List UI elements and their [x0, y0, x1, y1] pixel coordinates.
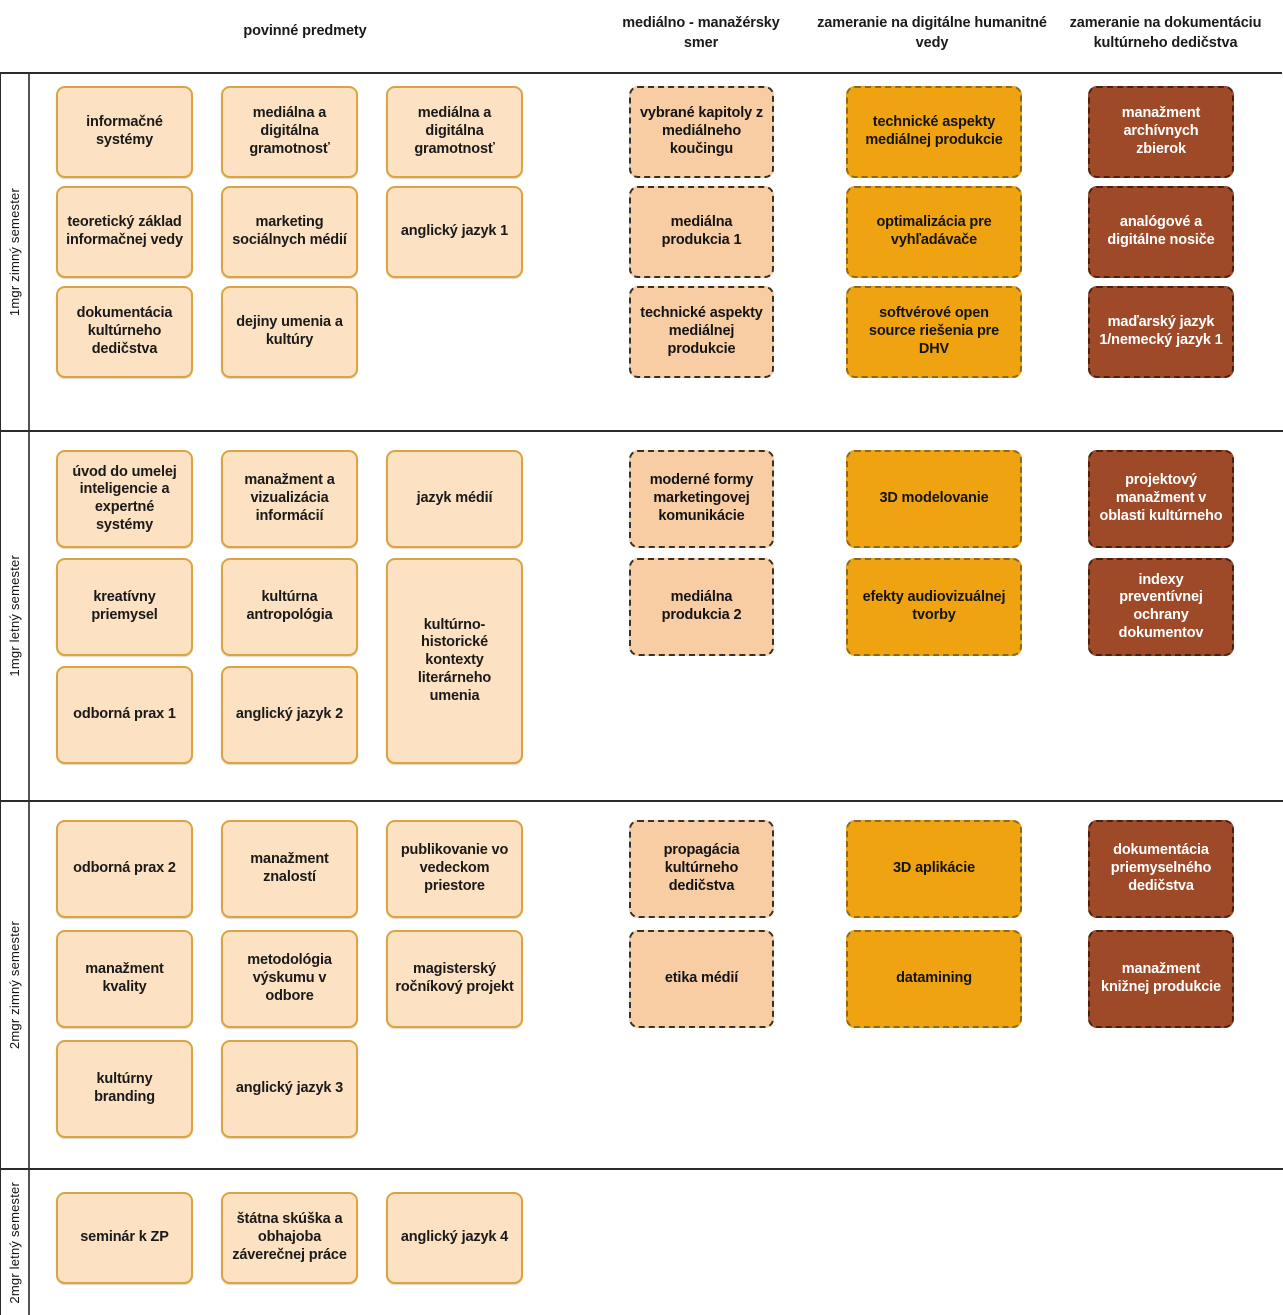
gutter-divider [29, 432, 30, 800]
subject-box-mandatory[interactable]: odborná prax 2 [56, 820, 193, 918]
subject-box-media-managerial[interactable]: mediálna produkcia 1 [629, 186, 774, 278]
subject-box-documentation[interactable]: analógové a digitálne nosiče [1088, 186, 1234, 278]
subject-box-digital-humanities[interactable]: 3D modelovanie [846, 450, 1022, 548]
subject-box-mandatory[interactable]: dokumentácia kultúrneho dedičstva [56, 286, 193, 378]
subject-box-mandatory[interactable]: anglický jazyk 4 [386, 1192, 523, 1284]
gutter-divider [29, 802, 30, 1168]
subject-box-documentation[interactable]: dokumentácia priemyselného dedičstva [1088, 820, 1234, 918]
subject-box-mandatory[interactable]: štátna skúška a obhajoba záverečnej prác… [221, 1192, 358, 1284]
semester-label-cell: 1mgr letný semester [1, 432, 29, 800]
semester-label-cell: 2mgr letný semester [1, 1170, 29, 1315]
subject-box-documentation[interactable]: maďarský jazyk 1/nemecký jazyk 1 [1088, 286, 1234, 378]
subject-box-mandatory[interactable]: kultúrny branding [56, 1040, 193, 1138]
subject-box-mandatory[interactable]: odborná prax 1 [56, 666, 193, 764]
column-header-digital-humanities: zameranie na digitálne humanitné vedy [817, 15, 1047, 51]
semester-label: 1mgr letný semester [7, 555, 22, 677]
semester-label: 2mgr zimný semester [7, 920, 22, 1050]
subject-box-mandatory[interactable]: úvod do umelej inteligencie a expertné s… [56, 450, 193, 548]
column-headers: povinné predmety mediálno - manažérsky s… [0, 0, 1283, 72]
subject-box-mandatory[interactable]: anglický jazyk 1 [386, 186, 523, 278]
column-header-mandatory: povinné predmety [243, 23, 367, 39]
subject-box-mandatory[interactable]: manažment a vizualizácia informácií [221, 450, 358, 548]
semester-section: 2mgr letný semester seminár k ZP štátna sk… [1, 1170, 1283, 1315]
semester-label: 1mgr zimný semester [7, 187, 22, 317]
subject-box-mandatory[interactable]: anglický jazyk 2 [221, 666, 358, 764]
gutter-divider [29, 74, 30, 430]
semester-table: 1mgr zimný semester informačné systémy med… [0, 72, 1283, 1315]
subject-box-mandatory[interactable]: teoretický základ informačnej vedy [56, 186, 193, 278]
subject-box-mandatory[interactable]: mediálna a digitálna gramotnosť [386, 86, 523, 178]
subject-box-mandatory[interactable]: mediálna a digitálna gramotnosť [221, 86, 358, 178]
semester-label-cell: 2mgr zimný semester [1, 802, 29, 1168]
subject-box-mandatory[interactable]: manažment znalostí [221, 820, 358, 918]
subject-box-mandatory[interactable]: metodológia výskumu v odbore [221, 930, 358, 1028]
subject-box-mandatory[interactable]: manažment kvality [56, 930, 193, 1028]
subject-box-documentation[interactable]: manažment archívnych zbierok [1088, 86, 1234, 178]
subject-box-media-managerial[interactable]: moderné formy marketingovej komunikácie [629, 450, 774, 548]
subject-box-digital-humanities[interactable]: technické aspekty mediálnej produkcie [846, 86, 1022, 178]
subject-box-mandatory[interactable]: magisterský ročníkový projekt [386, 930, 523, 1028]
semester-section: 1mgr zimný semester informačné systémy med… [1, 74, 1283, 432]
semester-label: 2mgr letný semester [7, 1181, 22, 1304]
subject-box-mandatory[interactable]: kultúrna antropológia [221, 558, 358, 656]
subject-box-media-managerial[interactable]: vybrané kapitoly z mediálneho koučingu [629, 86, 774, 178]
subject-box-mandatory[interactable]: dejiny umenia a kultúry [221, 286, 358, 378]
semester-section: 2mgr zimný semester odborná prax 2 manažme… [1, 802, 1283, 1170]
subject-box-media-managerial[interactable]: mediálna produkcia 2 [629, 558, 774, 656]
subject-box-media-managerial[interactable]: technické aspekty mediálnej produkcie [629, 286, 774, 378]
subject-box-digital-humanities[interactable]: 3D aplikácie [846, 820, 1022, 918]
subject-box-digital-humanities[interactable]: efekty audiovizuálnej tvorby [846, 558, 1022, 656]
subject-box-documentation[interactable]: projektový manažment v oblasti kultúrneh… [1088, 450, 1234, 548]
subject-box-documentation[interactable]: manažment knižnej produkcie [1088, 930, 1234, 1028]
column-header-media-managerial: mediálno - manažérsky smer [622, 15, 780, 51]
semester-section: 1mgr letný semester úvod do umelej inteli… [1, 432, 1283, 802]
subject-box-media-managerial[interactable]: propagácia kultúrneho dedičstva [629, 820, 774, 918]
subject-box-digital-humanities[interactable]: datamining [846, 930, 1022, 1028]
subject-box-mandatory[interactable]: kultúrno-historické kontexty literárneho… [386, 558, 523, 764]
subject-box-mandatory[interactable]: publikovanie vo vedeckom priestore [386, 820, 523, 918]
subject-box-digital-humanities[interactable]: softvérové open source riešenia pre DHV [846, 286, 1022, 378]
subject-box-mandatory[interactable]: jazyk médií [386, 450, 523, 548]
gutter-divider [29, 1170, 30, 1315]
column-header-documentation: zameranie na dokumentáciu kultúrneho ded… [1069, 15, 1262, 51]
subject-box-digital-humanities[interactable]: optimalizácia pre vyhľadávače [846, 186, 1022, 278]
subject-box-mandatory[interactable]: marketing sociálnych médií [221, 186, 358, 278]
subject-box-media-managerial[interactable]: etika médií [629, 930, 774, 1028]
subject-box-mandatory[interactable]: anglický jazyk 3 [221, 1040, 358, 1138]
subject-box-mandatory[interactable]: kreatívny priemysel [56, 558, 193, 656]
subject-box-documentation[interactable]: indexy preventívnej ochrany dokumentov [1088, 558, 1234, 656]
semester-label-cell: 1mgr zimný semester [1, 74, 29, 430]
subject-box-mandatory[interactable]: seminár k ZP [56, 1192, 193, 1284]
subject-box-mandatory[interactable]: informačné systémy [56, 86, 193, 178]
